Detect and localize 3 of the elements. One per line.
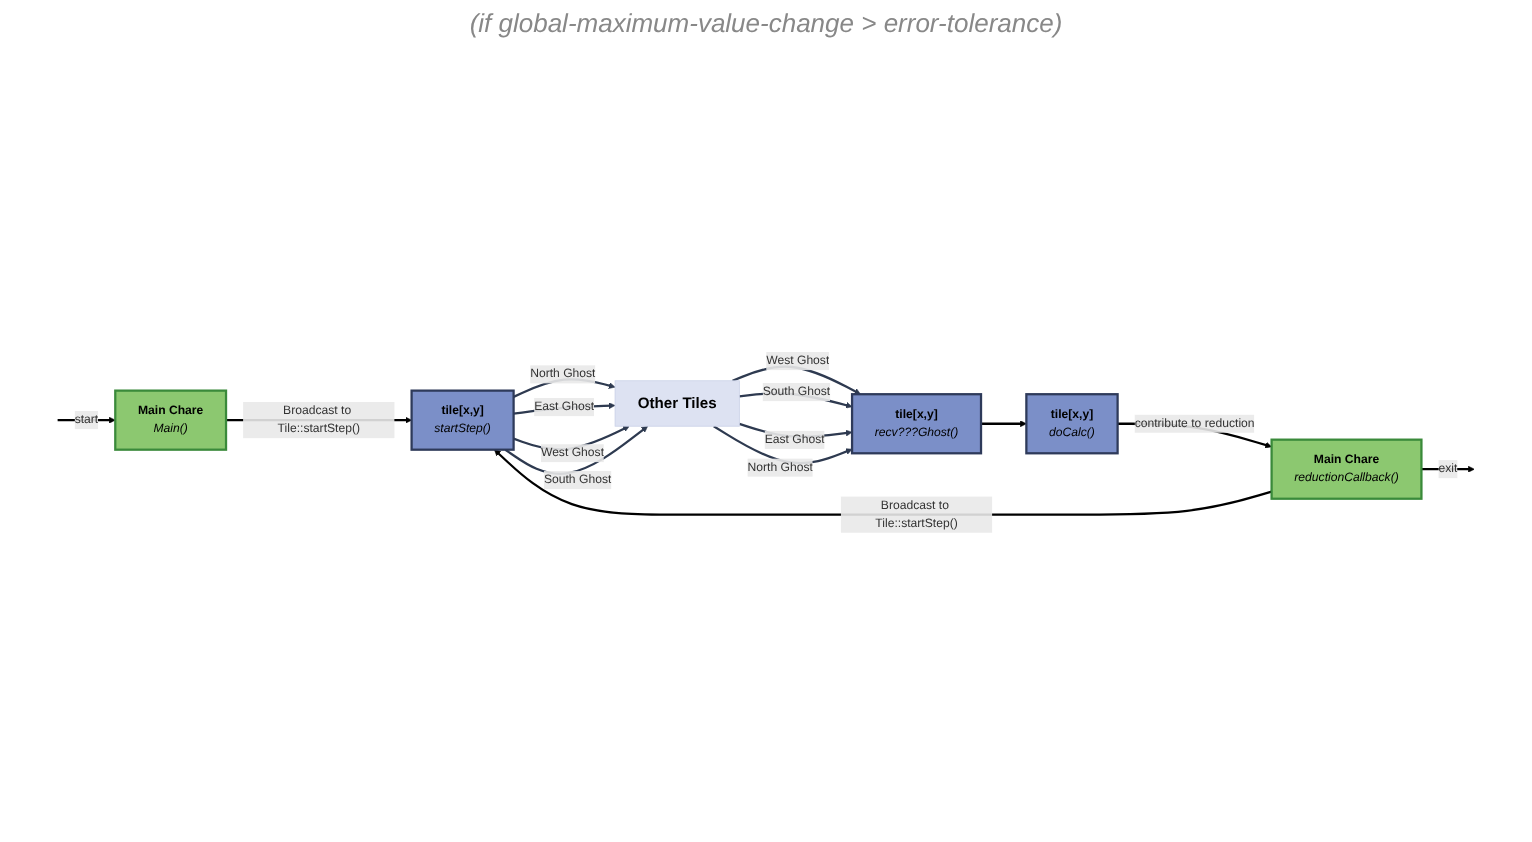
arrow bbox=[981, 420, 1027, 427]
arrow bbox=[494, 448, 1272, 516]
condition-note: (if global-maximum-value-change > error-tolerance) bbox=[469, 8, 1063, 38]
